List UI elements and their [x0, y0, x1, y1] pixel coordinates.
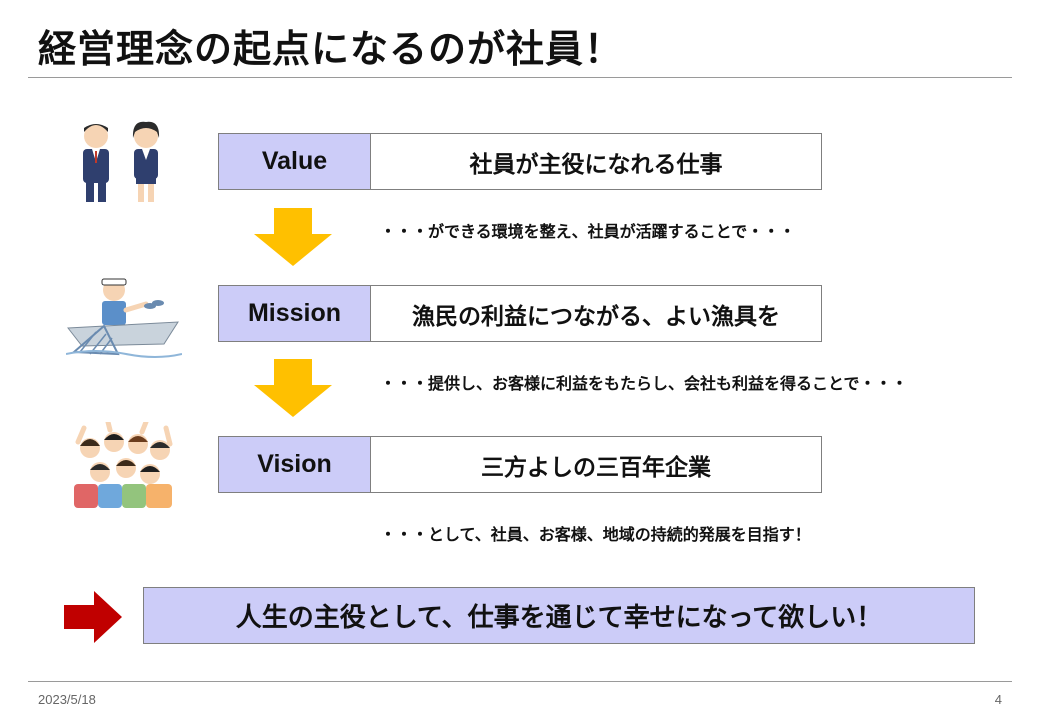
vision-text: 三方よしの三百年企業 [481, 454, 711, 481]
right-arrow-icon [64, 591, 122, 643]
business-people-illustration [83, 121, 160, 202]
vision-note: ・・・として、社員、お客様、地域の持続的発展を目指す！ [380, 525, 811, 544]
down-arrow-icon [254, 359, 332, 417]
mission-note: ・・・提供し、お客様に利益をもたらし、会社も利益を得ることで・・・ [380, 374, 908, 393]
mission-label: Mission [219, 286, 371, 341]
page-number: 4 [994, 692, 1002, 707]
footer-date: 2023/5/18 [38, 692, 96, 707]
vision-row: Vision 三方よしの三百年企業 [218, 436, 822, 493]
slide-title: 経営理念の起点になるのが社員！ [38, 27, 624, 71]
vision-label: Vision [219, 437, 371, 492]
down-arrow-icon [254, 208, 332, 266]
value-row: Value 社員が主役になれる仕事 [218, 133, 822, 190]
cheering-crowd-illustration [74, 422, 173, 508]
value-label: Value [219, 134, 371, 189]
footer-divider [28, 681, 1012, 682]
mission-text: 漁民の利益につながる、よい漁具を [412, 303, 780, 330]
conclusion-box: 人生の主役として、仕事を通じて幸せになって欲しい！ [143, 587, 975, 644]
value-note: ・・・ができる環境を整え、社員が活躍することで・・・ [380, 222, 796, 241]
mission-row: Mission 漁民の利益につながる、よい漁具を [218, 285, 822, 342]
fisherman-boat-illustration [66, 278, 182, 358]
title-divider [28, 77, 1012, 78]
value-text: 社員が主役になれる仕事 [469, 151, 723, 178]
